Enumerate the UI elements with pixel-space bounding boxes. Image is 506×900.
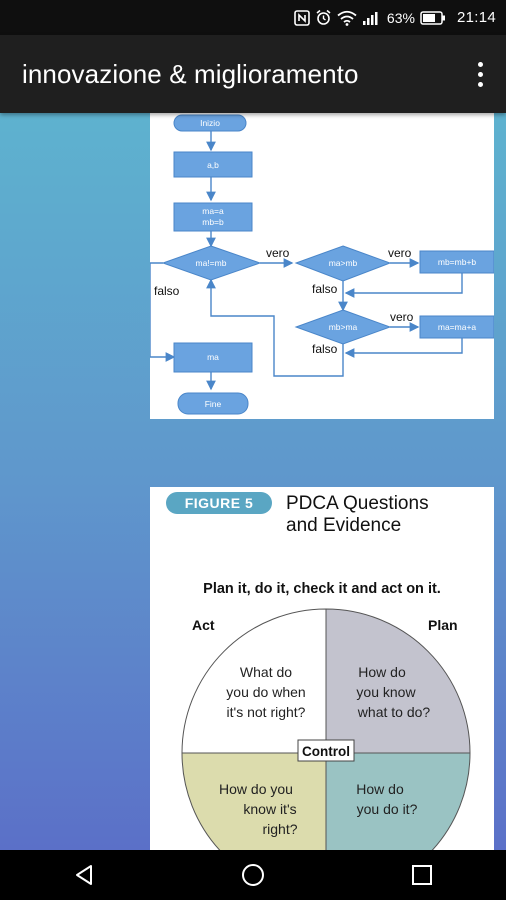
flowchart-input: a,b [207, 160, 219, 170]
recents-button[interactable] [392, 850, 452, 900]
clock: 21:14 [456, 9, 496, 26]
control-label: Control [302, 744, 350, 759]
figure-title-line1: PDCA Questions [286, 493, 429, 514]
label-false-3: falso [312, 342, 338, 356]
label-false-2: falso [312, 282, 338, 296]
quadrant-act [181, 608, 327, 754]
battery-percentage: 63% [386, 9, 415, 26]
flowchart-assign-1: ma=a [202, 206, 224, 216]
dot-icon [477, 71, 483, 77]
figure-title-line2: and Evidence [286, 515, 401, 536]
label-true-3: vero [390, 310, 414, 324]
dot-icon [477, 81, 483, 87]
question-act-3: it's not right? [227, 704, 306, 720]
alarm-icon [316, 9, 331, 25]
pdca-figure-image: FIGURE 5 PDCA Questions and Evidence Pla… [150, 487, 494, 850]
pdca-diagram: FIGURE 5 PDCA Questions and Evidence Pla… [166, 492, 471, 850]
flowchart-end: Fine [205, 399, 222, 409]
status-icons: 63% 21:14 [294, 0, 496, 35]
quadrant-plan [325, 608, 471, 754]
home-button[interactable] [223, 850, 283, 900]
flowchart-condition-less: mb>ma [329, 322, 358, 332]
recents-square-icon [411, 865, 432, 885]
home-circle-icon [241, 864, 264, 886]
label-plan: Plan [428, 617, 458, 633]
question-do-2: you do it? [357, 801, 418, 817]
control-box [297, 739, 355, 762]
question-do-1: How do [356, 781, 404, 797]
flowchart-condition-main: ma!=mb [196, 258, 227, 268]
nfc-icon [294, 9, 310, 26]
figure-subtitle: Plan it, do it, check it and act on it. [203, 581, 441, 597]
app-bar: innovazione & miglioramento [0, 35, 506, 113]
flowchart-assign-mb: mb=mb+b [438, 257, 477, 267]
question-plan-2: you know [356, 684, 416, 700]
flowchart-diagram: Inizio a,b ma=a mb=b ma!=mb ma>mb mb=mb+… [149, 114, 495, 415]
flowchart-output: ma [207, 352, 219, 362]
figure-badge [166, 492, 272, 514]
flowchart-image: Inizio a,b ma=a mb=b ma!=mb ma>mb mb=mb+… [149, 113, 495, 419]
question-check-3: right? [262, 821, 297, 837]
app-title: innovazione & miglioramento [22, 59, 359, 89]
label-true-2: vero [388, 246, 412, 260]
label-act: Act [192, 617, 215, 633]
navigation-bar [0, 850, 506, 900]
question-plan-1: How do [358, 664, 406, 680]
quadrant-check [181, 752, 327, 850]
signal-icon [362, 11, 378, 25]
figure-badge-label: FIGURE 5 [185, 495, 254, 511]
back-button[interactable] [54, 850, 114, 900]
overflow-menu-button[interactable] [468, 55, 492, 93]
label-true-1: vero [266, 246, 290, 260]
question-check-2: know it's [243, 801, 296, 817]
quadrant-do [325, 752, 471, 850]
label-false-1: falso [154, 284, 180, 298]
battery-icon [420, 10, 445, 25]
dot-icon [477, 61, 483, 67]
flowchart-assign-2: mb=b [202, 217, 224, 227]
question-act-2: you do when [226, 684, 305, 700]
question-act-1: What do [240, 664, 292, 680]
back-triangle-icon [76, 865, 93, 885]
question-plan-3: what to do? [357, 704, 431, 720]
status-bar: 63% 21:14 [0, 0, 506, 35]
flowchart-start: Inizio [200, 118, 220, 128]
flowchart-assign-ma: ma=ma+a [438, 322, 477, 332]
question-check-1: How do you [219, 781, 293, 797]
content-area[interactable]: Inizio a,b ma=a mb=b ma!=mb ma>mb mb=mb+… [0, 113, 506, 850]
flowchart-condition-greater: ma>mb [329, 258, 358, 268]
wifi-icon [337, 10, 357, 26]
